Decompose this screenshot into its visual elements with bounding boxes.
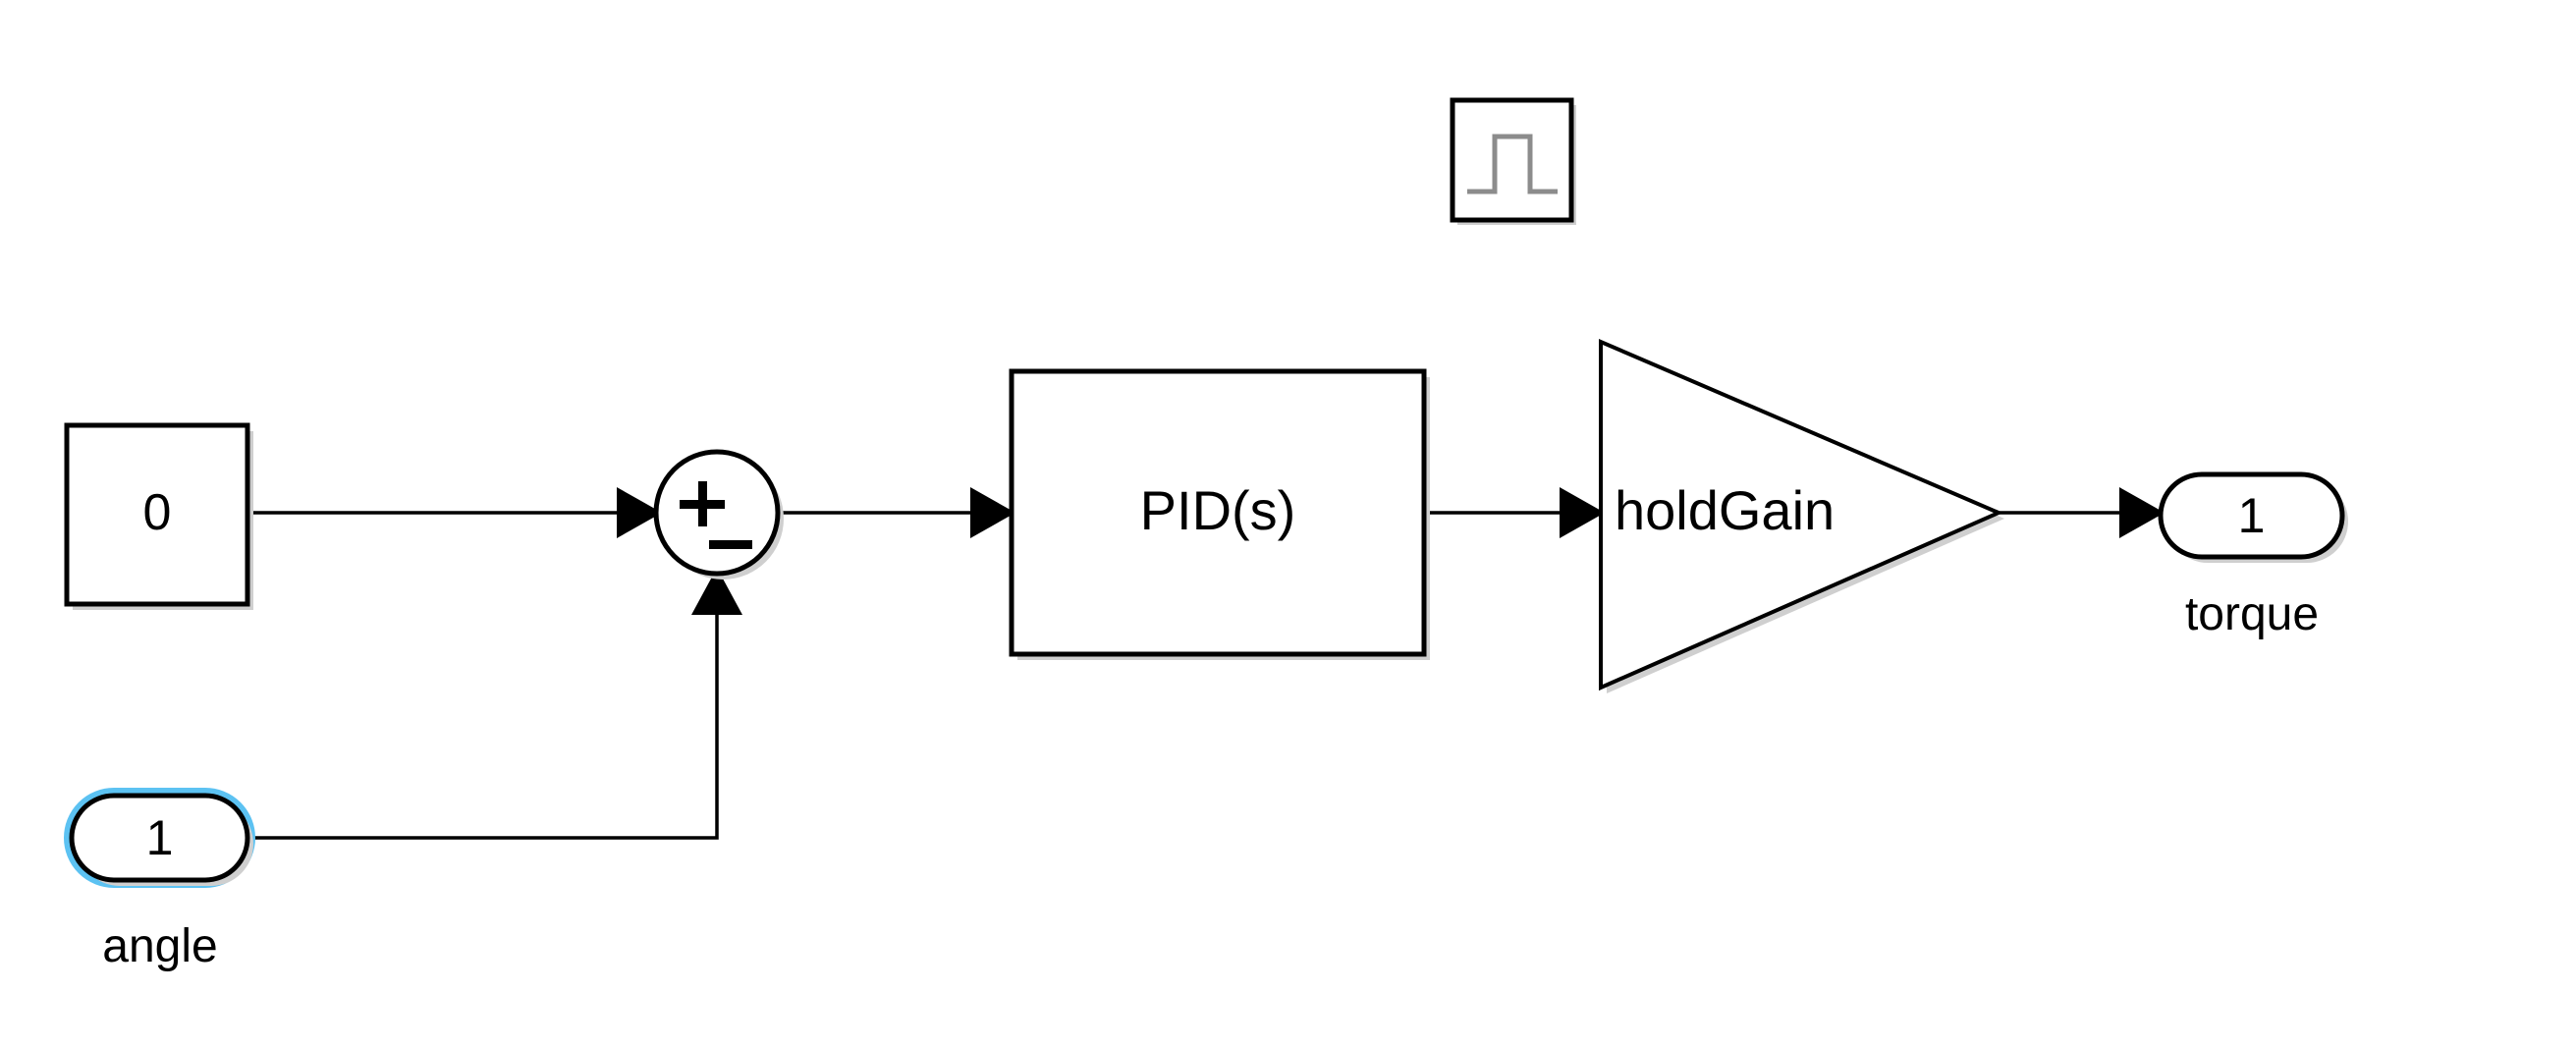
gain-block-label: holdGain — [1615, 479, 1836, 541]
outport-torque[interactable] — [2158, 471, 2348, 563]
signal-angle-feedback[interactable] — [246, 602, 719, 840]
signal-arrowheads — [617, 487, 2165, 615]
outport-torque-value: 1 — [2237, 488, 2266, 543]
sum-minus-sign — [709, 540, 752, 549]
sum-plus-sign — [680, 481, 725, 526]
pulse-waveform-icon — [1467, 134, 1558, 194]
pulse-generator-block[interactable] — [1450, 97, 1576, 225]
arrowhead-into-gain — [1560, 487, 1605, 538]
arrowhead-into-sum — [617, 487, 662, 538]
pid-block-label: PID(s) — [1139, 479, 1296, 541]
gain-block[interactable] — [1599, 338, 2004, 693]
inport-angle-value: 1 — [145, 810, 174, 865]
outport-torque-label: torque — [2184, 588, 2320, 640]
arrowhead-into-pid — [970, 487, 1015, 538]
arrowhead-into-torque — [2119, 487, 2165, 538]
inport-angle[interactable] — [64, 788, 255, 888]
signal-lines — [246, 511, 2135, 840]
constant-block[interactable] — [64, 422, 253, 610]
inport-angle-label: angle — [102, 920, 218, 972]
arrowhead-into-sum-minus — [691, 568, 742, 615]
pid-controller-block[interactable] — [1009, 368, 1430, 660]
sum-block[interactable] — [653, 449, 784, 580]
constant-block-value: 0 — [142, 484, 172, 541]
